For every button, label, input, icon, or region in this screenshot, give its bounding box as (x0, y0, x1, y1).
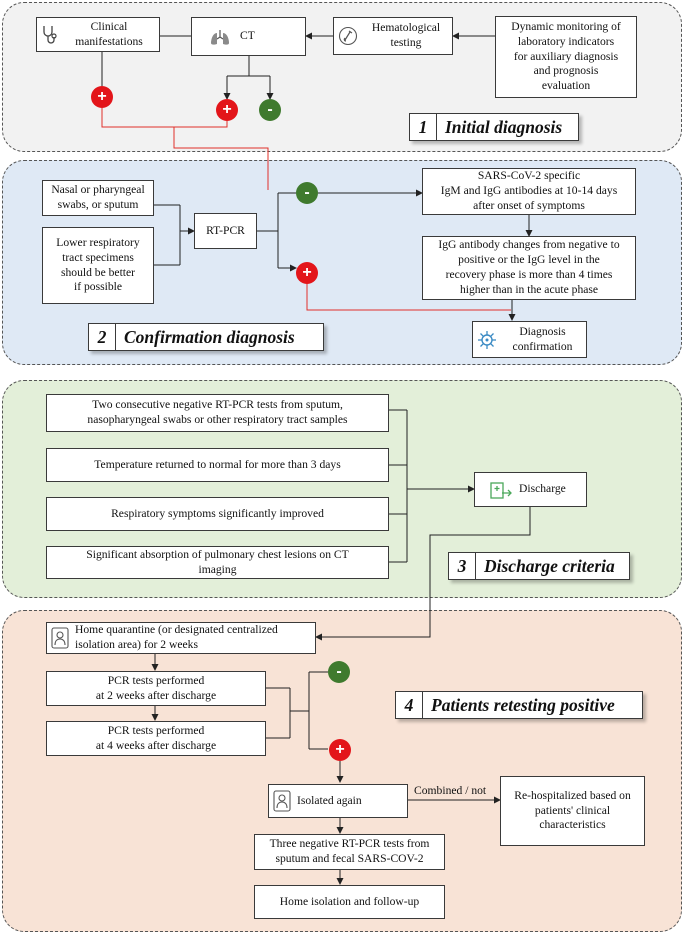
rt-pcr-negative-sign: - (296, 182, 318, 204)
clinical-positive-sign: + (91, 86, 113, 108)
lesion-absorption-label: Significant absorption of pulmonary ches… (86, 547, 349, 576)
home-isolation-box: Home isolation and follow-up (254, 885, 445, 919)
person-icon (273, 790, 291, 812)
home-quarantine-label: Home quarantine (or designated centraliz… (75, 623, 278, 651)
dynamic-monitoring-box: Dynamic monitoring of laboratory indicat… (495, 16, 637, 98)
blood-test-icon (338, 26, 358, 46)
respiratory-improved-box: Respiratory symptoms significantly impro… (46, 497, 389, 531)
igg-change-label: IgG antibody changes from negative to po… (438, 238, 620, 296)
person-icon (51, 627, 69, 649)
diagnosis-confirmation-box: Diagnosis confirmation (472, 321, 587, 358)
antibody-test-box: SARS-CoV-2 specific IgM and IgG antibodi… (422, 168, 636, 215)
nasal-swab-box: Nasal or pharyngeal swabs, or sputum (42, 180, 154, 216)
section-2-title: 2 Confirmation diagnosis (88, 323, 324, 351)
section-1-label: Initial diagnosis (445, 116, 563, 137)
section-3-number: 3 (449, 553, 476, 579)
pcr-4-weeks-box: PCR tests performed at 4 weeks after dis… (46, 721, 266, 756)
re-hospitalized-label: Re-hospitalized based on patients' clini… (514, 788, 631, 832)
section-3-title: 3 Discharge criteria (448, 552, 630, 580)
stethoscope-icon (41, 24, 57, 46)
three-negative-tests-box: Three negative RT-PCR tests from sputum … (254, 834, 445, 870)
lower-respiratory-label: Lower respiratory tract specimens should… (56, 235, 140, 294)
respiratory-improved-label: Respiratory symptoms significantly impro… (111, 506, 324, 520)
hematological-testing-label: Hematological testing (371, 21, 441, 49)
igg-change-box: IgG antibody changes from negative to po… (422, 236, 636, 300)
section-2-label: Confirmation diagnosis (124, 326, 295, 347)
section-1-number: 1 (410, 114, 437, 140)
ct-positive-sign: + (216, 99, 238, 121)
isolated-again-box: Isolated again (268, 784, 408, 818)
pcr-2-weeks-box: PCR tests performed at 2 weeks after dis… (46, 671, 266, 706)
discharge-label: Discharge (519, 482, 566, 496)
nasal-swab-label: Nasal or pharyngeal swabs, or sputum (51, 183, 145, 211)
clinical-manifestations-label: Clinical manifestations (75, 19, 143, 48)
discharge-box: Discharge (474, 472, 587, 507)
three-negative-tests-label: Three negative RT-PCR tests from sputum … (269, 837, 430, 865)
section-3-label: Discharge criteria (484, 555, 615, 576)
pcr-2-weeks-label: PCR tests performed at 2 weeks after dis… (95, 673, 217, 702)
re-hospitalized-box: Re-hospitalized based on patients' clini… (500, 776, 645, 846)
rt-pcr-label: RT-PCR (206, 223, 245, 237)
rt-pcr-positive-sign: + (296, 262, 318, 284)
retest-negative-sign: - (328, 661, 350, 683)
diagnosis-confirmation-label: Diagnosis confirmation (512, 324, 573, 353)
retest-positive-sign: + (329, 739, 351, 761)
rt-pcr-box: RT-PCR (194, 213, 257, 249)
two-negative-tests-box: Two consecutive negative RT-PCR tests fr… (46, 394, 389, 432)
home-quarantine-box: Home quarantine (or designated centraliz… (46, 622, 316, 654)
section-4-label: Patients retesting positive (431, 694, 615, 715)
isolated-again-label: Isolated again (297, 793, 362, 807)
section-2-number: 2 (89, 324, 116, 350)
hospital-discharge-icon (489, 480, 513, 500)
virus-icon (477, 330, 497, 350)
antibody-test-label: SARS-CoV-2 specific IgM and IgG antibodi… (440, 169, 618, 212)
ct-label: CT (240, 29, 255, 43)
combined-or-not-label: Combined / not (414, 784, 487, 797)
lesion-absorption-box: Significant absorption of pulmonary ches… (46, 546, 389, 579)
hematological-testing-box: Hematological testing (333, 17, 453, 55)
lower-respiratory-box: Lower respiratory tract specimens should… (42, 227, 154, 304)
temperature-normal-label: Temperature returned to normal for more … (94, 457, 341, 471)
section-1-title: 1 Initial diagnosis (409, 113, 579, 141)
pcr-4-weeks-label: PCR tests performed at 4 weeks after dis… (95, 723, 217, 752)
section-4-number: 4 (396, 692, 423, 718)
temperature-normal-box: Temperature returned to normal for more … (46, 448, 389, 482)
lungs-icon (210, 28, 230, 46)
two-negative-tests-label: Two consecutive negative RT-PCR tests fr… (87, 398, 348, 426)
home-isolation-label: Home isolation and follow-up (279, 894, 420, 908)
ct-box: CT (191, 17, 306, 56)
section-4-title: 4 Patients retesting positive (395, 691, 643, 719)
ct-negative-sign: - (259, 99, 281, 121)
dynamic-monitoring-label: Dynamic monitoring of laboratory indicat… (511, 19, 621, 93)
clinical-manifestations-box: Clinical manifestations (36, 17, 160, 52)
